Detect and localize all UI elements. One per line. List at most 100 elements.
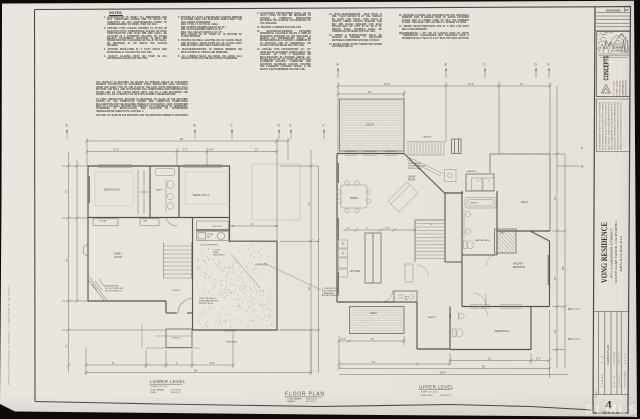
svg-text:R.W.: R.W. bbox=[602, 354, 604, 364]
svg-text:GARAGE: GARAGE bbox=[287, 400, 296, 403]
svg-text:17': 17' bbox=[65, 189, 68, 193]
svg-text:15': 15' bbox=[368, 91, 372, 94]
svg-text:12': 12' bbox=[488, 357, 492, 360]
svg-text:BATH 2: BATH 2 bbox=[156, 189, 164, 192]
svg-text:35': 35' bbox=[562, 266, 565, 270]
svg-text:LIVING: LIVING bbox=[150, 392, 157, 394]
svg-text:SCALE: SCALE bbox=[618, 374, 621, 387]
svg-text:WICL: WICL bbox=[500, 233, 505, 235]
svg-text:2'-6": 2'-6" bbox=[536, 357, 541, 360]
svg-text:4'-2": 4'-2" bbox=[183, 148, 188, 151]
svg-text:6'-8": 6'-8" bbox=[210, 362, 215, 365]
svg-text:26': 26' bbox=[180, 138, 184, 141]
svg-text:G: G bbox=[581, 165, 584, 169]
svg-text:PH: (530) 541-0616: PH: (530) 541-0616 bbox=[620, 80, 622, 96]
svg-text:5/8 GYP BRD WALLS: 5/8 GYP BRD WALLS bbox=[199, 297, 216, 300]
svg-text:TOTAL GARAGE: TOTAL GARAGE bbox=[150, 388, 165, 391]
svg-text:GARAGE: GARAGE bbox=[255, 264, 268, 267]
svg-text:WH: WH bbox=[207, 237, 211, 239]
svg-text:B: B bbox=[194, 124, 196, 128]
svg-text:DIR. VENT FIREPLACE: DIR. VENT FIREPLACE bbox=[105, 287, 124, 290]
svg-text:10': 10' bbox=[65, 344, 68, 348]
svg-text:W/ 6x6 WWM OVER: W/ 6x6 WWM OVER bbox=[322, 290, 338, 292]
svg-text:S.L. TAHOE, CA 96158: S.L. TAHOE, CA 96158 bbox=[616, 80, 619, 96]
svg-text:JOB NUMBER: JOB NUMBER bbox=[624, 370, 626, 388]
svg-text:16': 16' bbox=[65, 258, 68, 262]
svg-text:2" SAND BASE: 2" SAND BASE bbox=[322, 292, 335, 295]
svg-text:19': 19' bbox=[554, 276, 557, 280]
svg-text:TOTAL GARAGE: TOTAL GARAGE bbox=[287, 398, 302, 401]
svg-text:VONG RESIDENCE: VONG RESIDENCE bbox=[599, 222, 609, 283]
svg-text:11'-6": 11'-6" bbox=[468, 83, 474, 86]
svg-text:GAS APPROVED: GAS APPROVED bbox=[105, 285, 119, 288]
svg-text:BEDROOM 2: BEDROOM 2 bbox=[193, 194, 210, 197]
svg-text:SCALE: 1/4" = 1'-0": SCALE: 1/4" = 1'-0" bbox=[151, 385, 168, 388]
svg-text:SLAB: SLAB bbox=[213, 251, 218, 254]
svg-text:4" CONCRETE SLAB: 4" CONCRETE SLAB bbox=[322, 287, 339, 290]
svg-text:2'-6": 2'-6" bbox=[385, 227, 390, 230]
svg-text:29': 29' bbox=[308, 286, 311, 290]
svg-text:DIR VENT FIREPLACE: DIR VENT FIREPLACE bbox=[408, 164, 427, 167]
svg-text:4': 4' bbox=[348, 227, 350, 230]
svg-text:OF 7 SHEETS: OF 7 SHEETS bbox=[601, 411, 613, 413]
svg-text:REVISIONS: REVISIONS bbox=[606, 8, 621, 12]
svg-text:38': 38' bbox=[194, 369, 198, 372]
svg-text:SCALE: 1/4" = 1'-0": SCALE: 1/4" = 1'-0" bbox=[421, 390, 438, 393]
svg-text:14': 14' bbox=[520, 83, 524, 86]
svg-text:(SEE DETAIL): (SEE DETAIL) bbox=[213, 254, 225, 257]
svg-text:1/30/2004: 1/30/2004 bbox=[614, 352, 616, 365]
svg-text:FLOOR PLAN: FLOOR PLAN bbox=[606, 345, 610, 365]
svg-text:ATTIC: ATTIC bbox=[405, 296, 411, 299]
svg-text:15': 15' bbox=[371, 338, 375, 341]
svg-text:THESE DRAWINGS ARE THE PROPERT: THESE DRAWINGS ARE THE PROPERTY OF LC CO… bbox=[599, 101, 602, 150]
svg-text:CAB: CAB bbox=[143, 220, 147, 223]
svg-text:SHALL VERIFY ALL CONDITIONS AN: SHALL VERIFY ALL CONDITIONS AND DIMENSIO… bbox=[608, 102, 611, 150]
svg-text:24': 24' bbox=[308, 201, 311, 205]
svg-text:FLOOR PLAN: FLOOR PLAN bbox=[285, 391, 325, 397]
svg-text:DRAWINGS. USE FIGURED DIMENSIO: DRAWINGS. USE FIGURED DIMENSIONS ONLY FO… bbox=[620, 102, 623, 150]
svg-text:4: 4 bbox=[606, 398, 612, 412]
svg-text:APPROACH: APPROACH bbox=[225, 330, 237, 333]
svg-text:E: E bbox=[290, 124, 292, 128]
svg-text:572 SQ. FT.: 572 SQ. FT. bbox=[306, 401, 317, 403]
svg-text:10': 10' bbox=[255, 148, 259, 151]
svg-text:ROOM: ROOM bbox=[114, 256, 121, 259]
svg-text:38'-6": 38'-6" bbox=[440, 371, 446, 374]
svg-text:12'-4": 12'-4" bbox=[113, 148, 119, 151]
svg-text:4'-6": 4'-6" bbox=[209, 148, 214, 151]
svg-text:DECK: DECK bbox=[521, 202, 528, 204]
svg-text:D: D bbox=[278, 124, 281, 128]
svg-text:UPPER LEVEL: UPPER LEVEL bbox=[419, 384, 454, 389]
svg-text:A: A bbox=[66, 124, 69, 128]
svg-text:LOWER LEVEL: LOWER LEVEL bbox=[150, 379, 186, 384]
svg-text:DRAWN: DRAWN bbox=[601, 373, 604, 387]
svg-text:16': 16' bbox=[554, 329, 557, 333]
svg-text:1068 SQ. FT.: 1068 SQ. FT. bbox=[440, 395, 452, 397]
svg-text:PRECEDENCE OVER SCALED DIMENSI: PRECEDENCE OVER SCALED DIMENSIONS. DO NO… bbox=[617, 101, 620, 150]
svg-text:B: B bbox=[445, 63, 447, 67]
svg-text:ATTIC ACC: ATTIC ACC bbox=[213, 225, 223, 228]
svg-text:572 SQ. FT.: 572 SQ. FT. bbox=[171, 389, 182, 391]
svg-text:DECK: DECK bbox=[370, 313, 377, 315]
svg-text:2'-6": 2'-6" bbox=[341, 338, 346, 341]
svg-text:ACC: ACC bbox=[405, 298, 409, 301]
svg-text:19': 19' bbox=[372, 361, 376, 364]
svg-text:PER UBC TBL 3-B: PER UBC TBL 3-B bbox=[199, 303, 214, 305]
svg-text:4': 4' bbox=[176, 362, 178, 365]
svg-text:4" CONC: 4" CONC bbox=[213, 250, 221, 252]
svg-text:PANTRY: PANTRY bbox=[428, 316, 437, 319]
svg-text:BEDROOM 4: BEDROOM 4 bbox=[495, 330, 510, 333]
svg-text:DECK: DECK bbox=[366, 124, 374, 127]
svg-text:4" CONC PLATFORM: 4" CONC PLATFORM bbox=[200, 244, 218, 247]
svg-text:F: F bbox=[323, 124, 325, 128]
svg-text:DINING: DINING bbox=[350, 198, 358, 200]
svg-text:LCONCEPTS@AOL.NET: LCONCEPTS@AOL.NET bbox=[622, 80, 625, 96]
svg-text:PER EL DORADO: PER EL DORADO bbox=[408, 167, 423, 170]
svg-text:951 GARDNER STREET: 951 GARDNER STREET bbox=[610, 227, 614, 278]
svg-text:BATH: BATH bbox=[449, 312, 452, 318]
svg-text:KITCHEN: KITCHEN bbox=[350, 271, 360, 273]
svg-text:16': 16' bbox=[251, 223, 255, 226]
svg-text:GAS APPROVED: GAS APPROVED bbox=[408, 162, 422, 165]
svg-text:NOTED: NOTED bbox=[619, 352, 621, 364]
svg-text:PORCH: PORCH bbox=[172, 338, 180, 340]
